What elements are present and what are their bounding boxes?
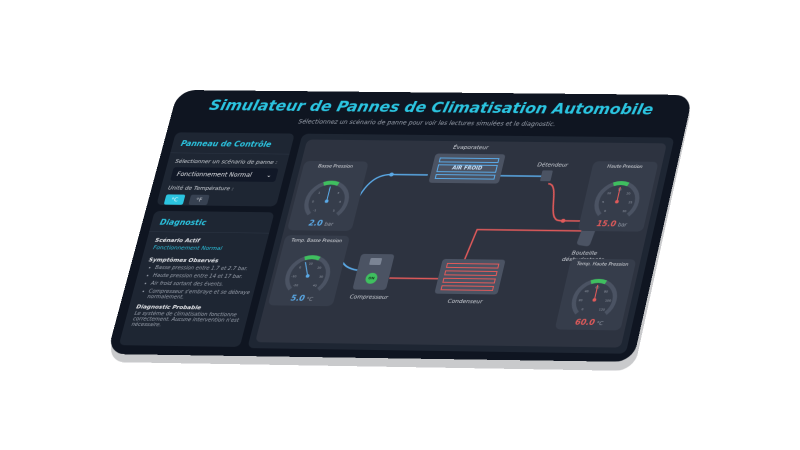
chevron-down-icon: ⌄ <box>265 171 273 179</box>
gauge-tick-label: 0 <box>604 209 607 213</box>
gauge-value: 5.0°C <box>289 293 314 303</box>
symptom-item: Compresseur s'embraye et se débraye norm… <box>147 289 255 301</box>
gauge-tick-label: 0 <box>581 307 584 311</box>
gauge-dial: 0 5 10 15 20 25 30 <box>579 166 657 226</box>
gauge-tick-label: 0 <box>299 265 302 269</box>
symptoms-title: Symptômes Observés <box>148 256 220 264</box>
gauge-tick-label: 4 <box>338 200 341 204</box>
gauge-value: 15.0bar <box>595 219 628 229</box>
gauge-tick-label: 10 <box>607 191 612 195</box>
air-froid-label: AIR FROID <box>436 164 498 173</box>
gauge-tick-label: 1 <box>318 191 321 195</box>
gauge-normal-range <box>305 257 320 259</box>
gauge-tick-label: 80 <box>604 289 609 293</box>
gauge-normal-range <box>591 281 606 283</box>
gauge-tick-label: 5 <box>332 209 335 213</box>
tablet-screen: Simulateur de Pannes de Climatisation Au… <box>106 90 693 362</box>
high-port <box>560 218 566 223</box>
gauge-low-pressure: Basse Pression -1012345 2.0bar <box>287 160 369 231</box>
gauge-tick-label: -10 <box>291 274 297 278</box>
gauge-tick-label: 2 <box>328 187 331 191</box>
unit-fahrenheit-button[interactable]: °F <box>188 194 210 206</box>
page-subtitle: Sélectionnez un scénario de panne pour v… <box>297 118 557 128</box>
ac-diagram: Évaporateur AIR FROID Détendeur Bouteill… <box>255 139 667 348</box>
gauge-tick-label: 40 <box>312 284 317 288</box>
gauge-tick-label: 30 <box>622 209 627 213</box>
expansion-valve-label: Détendeur <box>536 161 569 169</box>
probable-text: Le système de climatisation fonctionne c… <box>130 310 240 328</box>
scenario-label: Sélectionner un scénario de panne : <box>174 157 279 166</box>
symptom-item: Basse pression entre 1.7 et 2.7 bar. <box>154 265 260 272</box>
gauge-tick-label: 120 <box>598 308 605 312</box>
condenser-label: Condenseur <box>447 297 484 305</box>
active-scenario-label: Scénario Actif <box>154 236 201 244</box>
gauge-tick-label: 25 <box>628 200 633 204</box>
gauge-tick-label: 30 <box>319 275 324 279</box>
symptom-item: Haute pression entre 14 et 17 bar. <box>152 273 258 280</box>
gauge-value: 2.0bar <box>307 218 334 228</box>
discharge-pipe <box>389 278 439 279</box>
compressor-status: ON <box>364 272 379 284</box>
gauge-high-pressure: Haute Pression 051015202530 15.0bar <box>577 161 659 232</box>
evaporator-label: Évaporateur <box>452 144 490 151</box>
diagnostic-panel: Diagnostic Scénario Actif Fonctionnement… <box>118 210 275 347</box>
scenario-value: Fonctionnement Normal <box>176 170 253 179</box>
gauge-tick-label: 60 <box>595 285 600 289</box>
scenario-select[interactable]: Fonctionnement Normal ⌄ <box>170 167 279 182</box>
gauge-dial: -1 0 1 2 3 4 5 <box>289 166 368 225</box>
active-scenario-value: Fonctionnement Normal <box>152 244 223 252</box>
unit-label: Unité de Température : <box>167 184 235 192</box>
gauge-tick-label: -20 <box>293 283 299 287</box>
diagnostic-title: Diagnostic <box>149 210 275 234</box>
condenser <box>434 258 506 295</box>
gauge-dial: -20 -10 0 10 20 30 40 <box>269 240 349 300</box>
gauge-value: 60.0°C <box>574 317 604 327</box>
evaporator: AIR FROID <box>428 153 506 184</box>
gauge-tick-label: 20 <box>317 265 322 269</box>
control-panel-title: Panneau de Contrôle <box>170 132 295 155</box>
gauge-tick-label: 10 <box>308 262 313 266</box>
control-panel: Panneau de Contrôle Sélectionner un scén… <box>156 132 295 207</box>
gauge-tick-label: 15 <box>617 187 622 191</box>
gauge-tick-label: 5 <box>602 200 605 204</box>
gauge-tick-label: 100 <box>605 299 612 303</box>
gauge-tick-label: 40 <box>584 289 589 293</box>
gauge-tick-label: 20 <box>626 191 631 195</box>
gauge-normal-range <box>613 183 628 185</box>
low-port <box>388 172 395 177</box>
gauge-high-temp: Temp. Haute Pression 020406080100120 60.… <box>554 258 637 331</box>
gauge-tick-label: 20 <box>578 298 583 302</box>
unit-celsius-button[interactable]: °C <box>163 194 186 205</box>
symptom-item: Air froid sortant des évents. <box>150 281 256 288</box>
page-title: Simulateur de Pannes de Climatisation Au… <box>207 97 656 119</box>
gauge-normal-range <box>324 183 339 185</box>
gauge-tick-label: -1 <box>313 209 317 213</box>
gauge-dial: 0 20 40 60 80 100 120 <box>556 264 635 325</box>
compressor-label: Compresseur <box>348 293 389 301</box>
diagram-panel: Évaporateur AIR FROID Détendeur Bouteill… <box>247 133 675 354</box>
gauge-tick-label: 3 <box>337 191 340 195</box>
symptoms-list: Basse pression entre 1.7 et 2.7 bar. Hau… <box>131 265 260 301</box>
gauge-tick-label: 0 <box>312 200 315 204</box>
